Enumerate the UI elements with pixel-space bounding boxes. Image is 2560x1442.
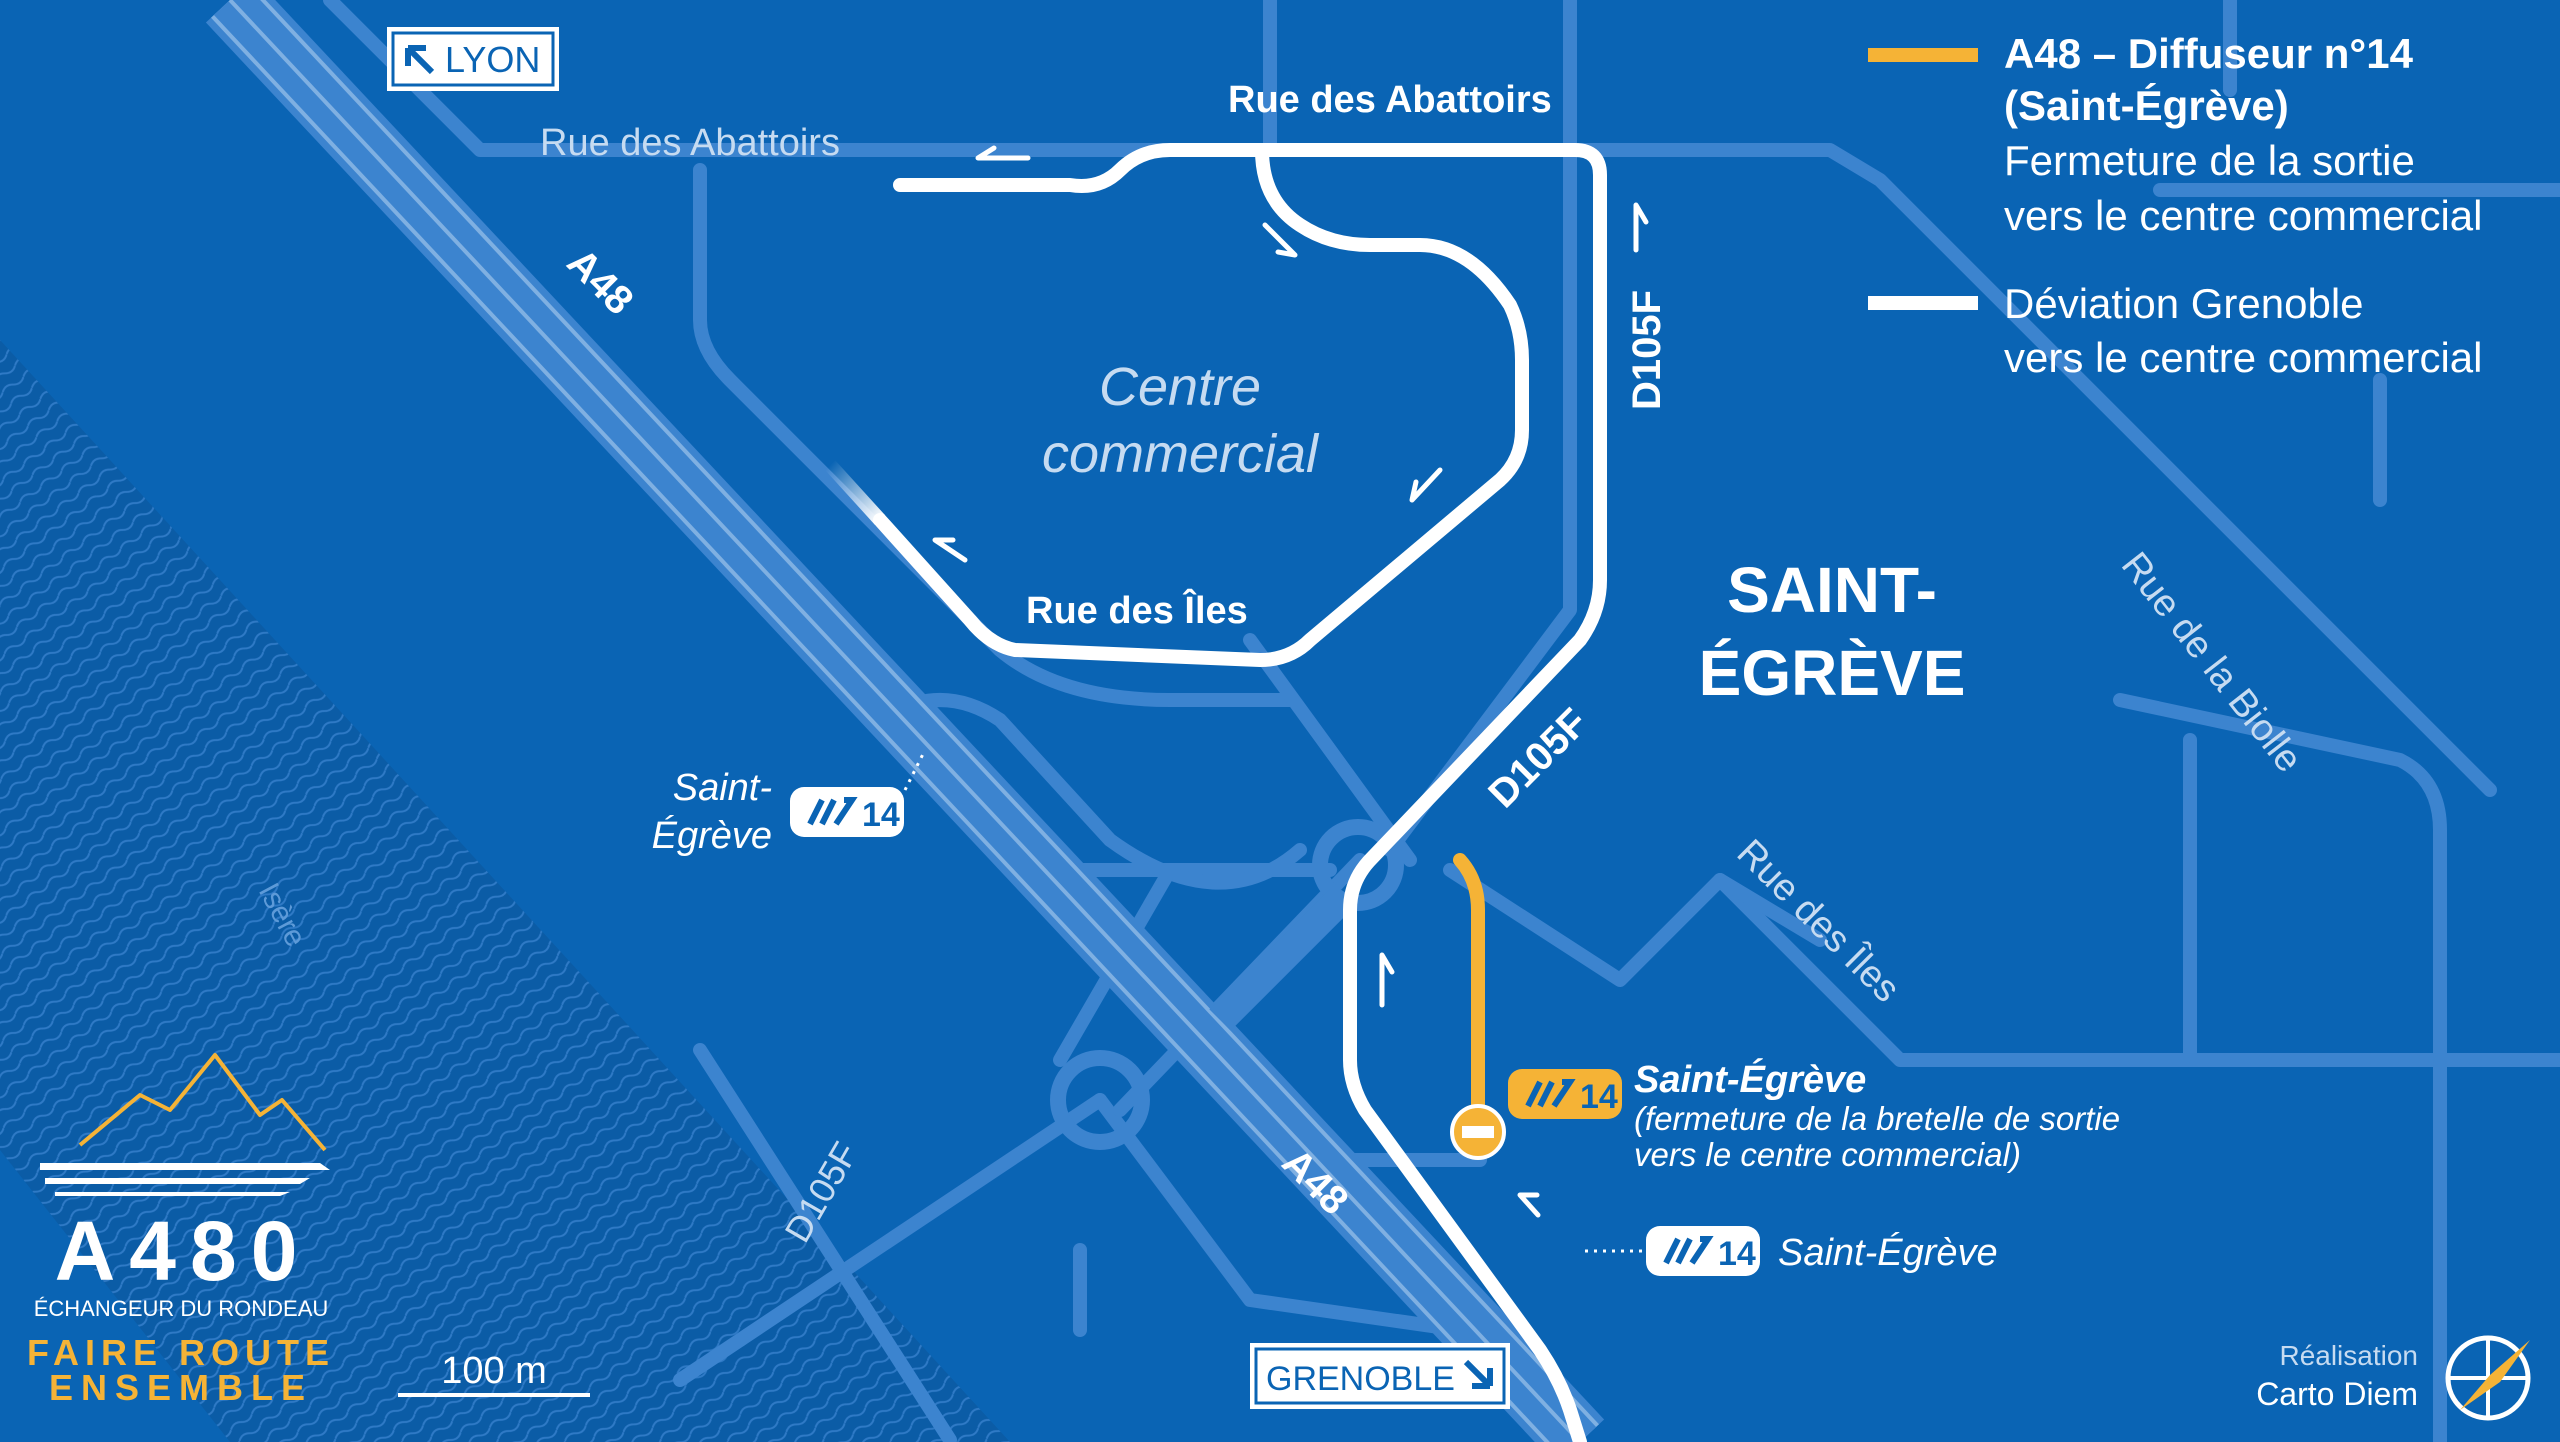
exit-west-place-line1: Saint- (673, 767, 772, 809)
arrow-northwest-icon (405, 45, 435, 75)
scale-bar: 100 m (398, 1350, 590, 1397)
scale-bar-label: 100 m (441, 1350, 547, 1392)
exit-badge-closed[interactable]: 14 (1508, 1069, 1622, 1119)
brand-name: A480 (55, 1204, 312, 1298)
label-rue-des-iles-loop: Rue des Îles (1026, 588, 1248, 632)
exit-badge-west[interactable]: 14 (790, 787, 904, 837)
arrow-southeast-icon (1463, 1359, 1493, 1389)
deviation-fade-nw (824, 460, 886, 525)
legend-deviation-swatch (1868, 296, 1978, 310)
brand-slogan-line1: FAIRE ROUTE (27, 1332, 335, 1373)
legend-deviation-text-line1: Déviation Grenoble (2004, 280, 2364, 327)
direction-arrow-icons (932, 145, 1649, 1218)
legend-closure-swatch (1868, 48, 1978, 62)
legend-closure-text-line1: Fermeture de la sortie (2004, 137, 2415, 184)
deviation-route (873, 143, 1607, 1442)
exit-badge-closed-number: 14 (1580, 1078, 1618, 1116)
exit-leader-west (903, 749, 927, 791)
roundabout-west (1050, 1050, 1150, 1150)
no-entry-icon (1450, 1104, 1506, 1160)
credit-name: Carto Diem (2256, 1376, 2418, 1412)
label-town-line2: ÉGRÈVE (1699, 637, 1966, 709)
lyon-sign[interactable]: LYON (387, 27, 559, 91)
closed-exit-ramp (1453, 853, 1485, 1147)
legend-deviation-text-line2: vers le centre commercial (2004, 334, 2482, 381)
exit-badge-south-number: 14 (1718, 1235, 1756, 1273)
exit-west-place-line2: Égrève (652, 814, 772, 857)
exit-badge-south[interactable]: 14 (1646, 1226, 1760, 1276)
label-a48-top: A48 (559, 240, 642, 323)
exit-closed-place: Saint-Égrève (1634, 1057, 1866, 1101)
grenoble-sign-label: GRENOBLE (1266, 1360, 1455, 1398)
credit-label: Réalisation (2279, 1340, 2418, 1371)
exit-badge-west-number: 14 (862, 796, 900, 834)
label-rue-abattoirs-west: Rue des Abattoirs (540, 122, 840, 164)
mountain-icon (78, 1053, 327, 1152)
d105f-sw-road (1209, 889, 1351, 1031)
a48-motorway (205, 0, 1605, 1442)
credit: Réalisation Carto Diem (2256, 1335, 2531, 1421)
exit-closed-note-line2: vers le centre commercial) (1634, 1136, 2021, 1173)
legend: A48 – Diffuseur n°14 (Saint-Égrève) Ferm… (1868, 30, 2482, 381)
legend-closure-title-line1: A48 – Diffuseur n°14 (2004, 30, 2414, 77)
exit-south-place: Saint-Égrève (1778, 1231, 1998, 1274)
roundabout-north (1312, 819, 1404, 911)
label-centre-line1: Centre (1099, 357, 1261, 417)
a480-logo: A480 ÉCHANGEUR DU RONDEAU FAIRE ROUTE EN… (27, 1053, 335, 1408)
label-d105f-north: D105F (1625, 290, 1669, 410)
exit-closed-note-line1: (fermeture de la bretelle de sortie (1634, 1100, 2120, 1137)
label-town-line1: SAINT- (1727, 554, 1937, 626)
label-rue-abattoirs-north: Rue des Abattoirs (1228, 79, 1552, 121)
compass-logo-icon (2445, 1335, 2531, 1421)
brand-subtitle: ÉCHANGEUR DU RONDEAU (34, 1296, 329, 1321)
brand-slogan-line2: ENSEMBLE (49, 1367, 313, 1408)
label-centre-line2: commercial (1042, 424, 1320, 484)
grenoble-sign[interactable]: GRENOBLE (1250, 1343, 1510, 1409)
legend-closure-title-line2: (Saint-Égrève) (2004, 82, 2289, 129)
lyon-sign-label: LYON (445, 39, 540, 80)
legend-closure-text-line2: vers le centre commercial (2004, 192, 2482, 239)
